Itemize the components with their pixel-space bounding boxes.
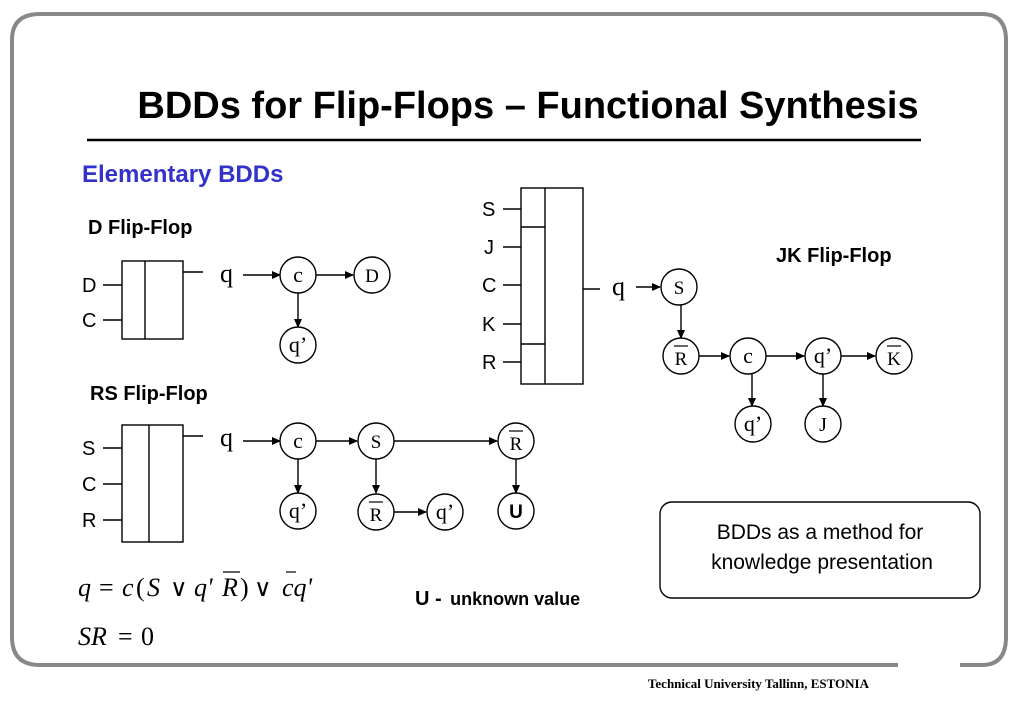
footer-credit: Technical University Tallinn, ESTONIA bbox=[648, 676, 870, 691]
callout-box bbox=[659, 501, 981, 599]
formula-q: q = c ( S ∨ q' R ) ∨ cq' bbox=[78, 571, 313, 602]
rs-ff-node-q1-label: q’ bbox=[289, 498, 307, 523]
d-ff-node-q1-label: q’ bbox=[289, 332, 307, 357]
page-title: BDDs for Flip-Flops – Functional Synthes… bbox=[137, 85, 918, 127]
rs-ff-node-c-label: c bbox=[293, 428, 303, 453]
d-ff-input-d: D bbox=[82, 275, 96, 297]
jk-ff-node-k-label: K bbox=[887, 349, 901, 370]
formula-sr-zero: 0 bbox=[141, 622, 154, 651]
formula-q-qprime: q' bbox=[194, 573, 213, 602]
formula-q-s: S bbox=[147, 573, 160, 602]
legend-text: unknown value bbox=[450, 589, 580, 609]
jk-ff-node-s bbox=[660, 268, 698, 306]
jk-ff-heading: JK Flip-Flop bbox=[776, 245, 892, 267]
formula-q-cq: cq' bbox=[282, 573, 313, 602]
jk-ff-node-q1-label: q’ bbox=[814, 343, 832, 368]
jk-ff-input-c: C bbox=[482, 275, 496, 297]
rs-ff-symbol bbox=[103, 424, 203, 543]
rs-ff-node-q2-label: q’ bbox=[436, 499, 454, 524]
jk-ff-node-j-label: J bbox=[819, 414, 827, 436]
jk-ff-node-s-label: S bbox=[674, 278, 685, 299]
jk-ff-symbol bbox=[503, 187, 600, 385]
rs-ff-node-s-label: S bbox=[371, 432, 382, 453]
d-ff-node-c-label: c bbox=[293, 262, 303, 287]
d-ff-output-q: q bbox=[220, 259, 233, 288]
formula-sr: SR = 0 bbox=[78, 622, 154, 651]
formula-q-eq: = bbox=[99, 573, 114, 602]
unknown-value-legend: U - unknown value bbox=[415, 588, 580, 610]
jk-ff-node-q2 bbox=[734, 405, 772, 443]
formula-q-lhs: q bbox=[78, 573, 91, 602]
formula-q-or1: ∨ bbox=[170, 576, 188, 602]
d-ff-symbol bbox=[103, 260, 203, 340]
rs-ff-node-q2 bbox=[426, 493, 464, 531]
rs-ff-node-u-label: U bbox=[509, 502, 523, 523]
rs-ff-node-u bbox=[497, 492, 535, 530]
callout-line-2: knowledge presentation bbox=[711, 551, 933, 574]
rs-ff-node-r1-label: R bbox=[370, 505, 383, 526]
jk-ff-input-j: J bbox=[484, 237, 494, 259]
d-ff-node-d-label: D bbox=[365, 266, 379, 287]
rs-ff-input-s: S bbox=[82, 438, 95, 460]
d-ff-node-q1 bbox=[279, 326, 317, 364]
jk-ff-output-q: q bbox=[612, 272, 625, 301]
jk-ff-input-s: S bbox=[482, 199, 495, 221]
rs-ff-output-q: q bbox=[220, 423, 233, 452]
jk-ff-node-r-label: R bbox=[675, 349, 688, 370]
formula-q-rparen: ) bbox=[240, 573, 249, 602]
d-ff-node-d bbox=[353, 256, 391, 294]
slide-frame bbox=[10, 12, 1008, 667]
rs-ff-input-c: C bbox=[82, 474, 96, 496]
callout-line-1: BDDs as a method for bbox=[717, 521, 924, 544]
section-subtitle: Elementary BDDs bbox=[82, 161, 283, 188]
jk-ff-node-j bbox=[804, 405, 842, 443]
formula-q-lparen: ( bbox=[136, 573, 145, 602]
legend-u: U - bbox=[415, 588, 442, 610]
jk-ff-node-c-label: c bbox=[743, 343, 753, 368]
jk-ff-input-k: K bbox=[482, 314, 496, 336]
formula-q-c: c bbox=[122, 573, 134, 602]
formula-q-or2: ∨ bbox=[254, 576, 272, 602]
d-ff-heading: D Flip-Flop bbox=[88, 217, 192, 239]
rs-ff-node-r2-label: R bbox=[510, 434, 523, 455]
formula-q-r: R bbox=[221, 573, 238, 602]
d-ff-input-c: C bbox=[82, 310, 96, 332]
formula-sr-eq: = bbox=[118, 622, 133, 651]
jk-ff-node-q2-label: q’ bbox=[744, 411, 762, 436]
jk-ff-input-r: R bbox=[482, 352, 496, 374]
rs-ff-node-q1 bbox=[279, 492, 317, 530]
rs-ff-input-r: R bbox=[82, 510, 96, 532]
rs-ff-heading: RS Flip-Flop bbox=[90, 383, 208, 405]
jk-ff-node-k bbox=[875, 337, 913, 375]
formula-sr-lhs: SR bbox=[78, 622, 107, 651]
